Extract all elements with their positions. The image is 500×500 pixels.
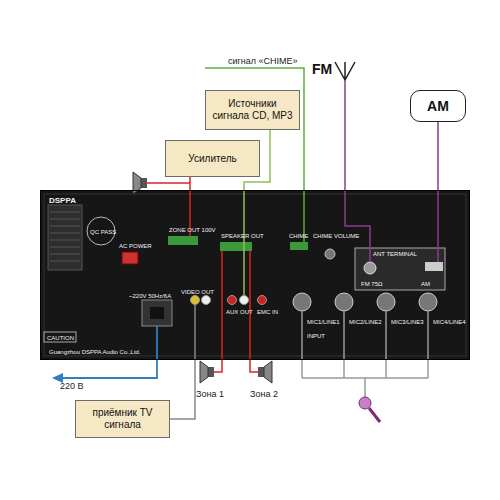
panel-marking: ~220V 50Hz/6A	[129, 293, 171, 299]
box-text: Усилитель	[188, 153, 236, 165]
source-box: Источники сигнала CD, MP3	[205, 90, 300, 130]
microphone-symbol	[369, 408, 380, 422]
panel-bevel	[44, 194, 466, 356]
panel-marking: Guangzhou DSPPA Audio Co.,Ltd.	[49, 349, 141, 355]
panel-marking: ANT TERMINAL	[373, 251, 417, 257]
microphone-symbol	[359, 397, 371, 409]
xlr-jack	[377, 293, 395, 311]
diagram-label: Зона 2	[250, 390, 278, 399]
socket-hole	[150, 307, 164, 319]
rca-jack	[191, 296, 200, 305]
panel-body	[40, 190, 470, 360]
xlr-jack	[419, 293, 437, 311]
tv-receiver-box: приёмник TV сигнала	[75, 400, 170, 438]
vent-grille	[48, 205, 82, 270]
panel-marking: FM 75Ω	[361, 281, 383, 287]
diagram-label: сигнал «CHIME»	[228, 57, 298, 66]
panel-marking: CHIME	[289, 233, 308, 239]
mic-wire	[302, 311, 428, 397]
connector-wire	[437, 122, 439, 190]
panel-marking: QC PASS	[90, 229, 116, 235]
speaker-symbol	[200, 361, 208, 383]
zone-terminal	[168, 236, 198, 245]
xlr-jack	[335, 293, 353, 311]
panel-marking: CAUTION	[47, 335, 74, 341]
panel-marking: VIDEO OUT	[181, 289, 214, 295]
panel-marking: INPUT	[307, 333, 325, 339]
panel-marking: MIC4/LINE4	[433, 319, 466, 325]
panel-marking: AC POWER	[119, 243, 152, 249]
speaker-symbol	[264, 361, 272, 383]
antenna-symbol	[335, 62, 355, 80]
diagram-label: FM	[312, 62, 332, 76]
connector-wire	[170, 360, 195, 419]
panel-marking: AM	[421, 281, 430, 287]
rca-jack	[228, 296, 237, 305]
speaker-symbol	[208, 367, 214, 377]
panel-marking: SPEAKER OUT	[221, 233, 264, 239]
panel-marking: CHIME VOLUME	[313, 233, 359, 239]
panel-marking: EMC IN	[257, 309, 278, 315]
fm-connector	[364, 262, 376, 274]
antenna-plate	[355, 248, 445, 290]
power-socket	[142, 300, 172, 326]
vent-slots	[50, 212, 80, 261]
video-wire	[194, 305, 196, 361]
box-text: AM	[427, 98, 449, 114]
chime-terminal	[290, 242, 308, 250]
panel-marking: MIC2/LINE2	[349, 319, 382, 325]
panel-marking: AUX OUT	[226, 309, 253, 315]
power-switch	[122, 252, 138, 264]
box-text: приёмник TV сигнала	[80, 407, 165, 431]
am-terminal	[425, 262, 443, 271]
caution-sticker	[44, 332, 76, 342]
speaker-wire	[147, 182, 190, 184]
amplifier-box: Усилитель	[165, 140, 260, 177]
diagram-label: 220 В	[60, 382, 84, 391]
am-tuner-box: AM	[410, 90, 466, 122]
panel-marking: MIC3/LINE3	[391, 319, 424, 325]
xlr-jack	[293, 293, 311, 311]
box-text: Источники сигнала CD, MP3	[210, 98, 295, 122]
diagram-label: Зона 1	[196, 390, 224, 399]
rear-panel: DSPPA AC POWER ~220V 50Hz/6A ZONE OUT 100V S…	[40, 190, 470, 360]
panel-marking: ZONE OUT 100V	[169, 227, 216, 233]
source-wire	[243, 190, 245, 296]
volume-knob	[325, 249, 335, 259]
rca-jack	[202, 296, 211, 305]
rca-jack	[240, 296, 249, 305]
speaker-symbol	[258, 367, 264, 377]
connector-wire	[189, 177, 191, 190]
panel-marking: MIC1/LINE1	[307, 319, 340, 325]
panel-marking: DSPPA	[49, 197, 76, 205]
speaker-terminal	[220, 242, 252, 251]
speaker-symbol	[141, 178, 147, 188]
rca-jack	[258, 296, 267, 305]
zone-wire	[214, 251, 222, 372]
am-wire	[437, 190, 439, 262]
